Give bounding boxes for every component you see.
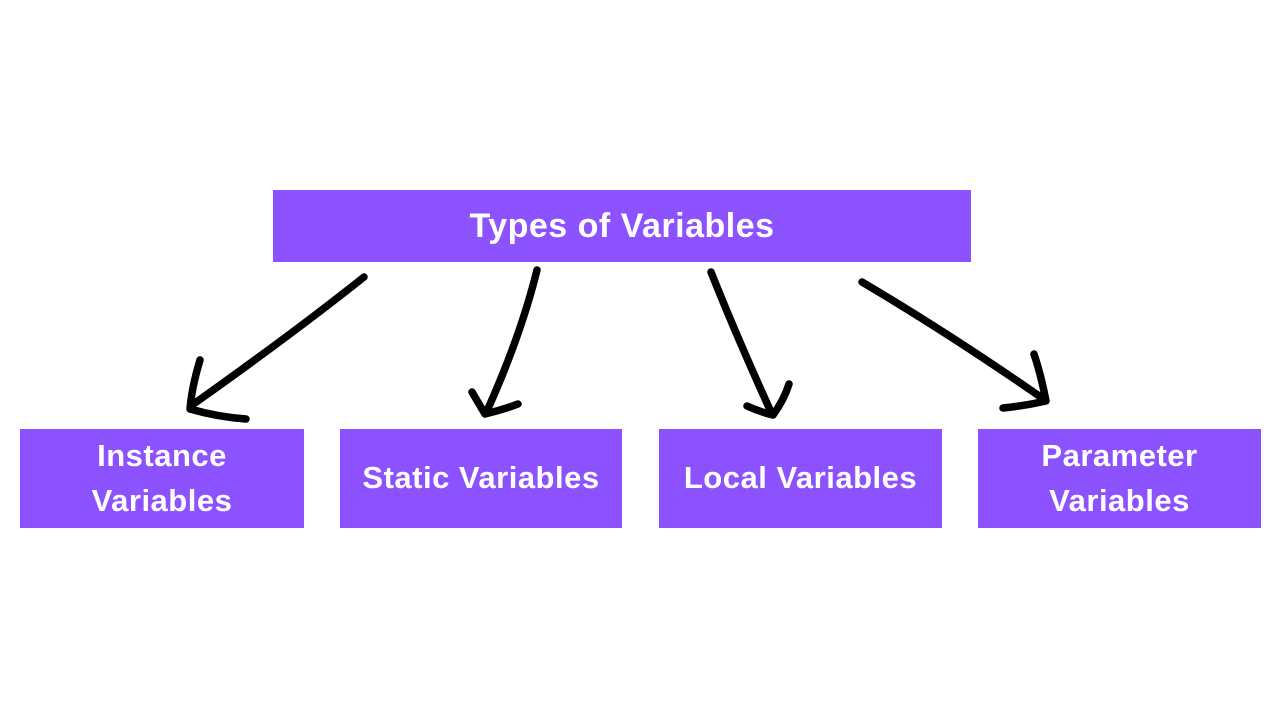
arrow-to-instance-variables bbox=[186, 273, 368, 423]
box-parameter-variables-label: Parameter Variables bbox=[1041, 438, 1198, 518]
box-parameter-variables: Parameter Variables bbox=[978, 429, 1261, 528]
arrow-to-parameter-variables bbox=[858, 278, 1050, 412]
box-local-variables: Local Variables bbox=[659, 429, 942, 528]
box-instance-variables-label: Instance Variables bbox=[91, 438, 233, 518]
title-box: Types of Variables bbox=[273, 190, 971, 262]
box-static-variables-label: Static Variables bbox=[362, 460, 600, 496]
box-instance-variables: Instance Variables bbox=[20, 429, 304, 528]
arrow-to-local-variables bbox=[707, 268, 793, 419]
arrow-to-static-variables bbox=[468, 266, 541, 418]
box-static-variables: Static Variables bbox=[340, 429, 622, 528]
box-local-variables-label: Local Variables bbox=[683, 460, 918, 496]
title-label: Types of Variables bbox=[469, 206, 775, 245]
